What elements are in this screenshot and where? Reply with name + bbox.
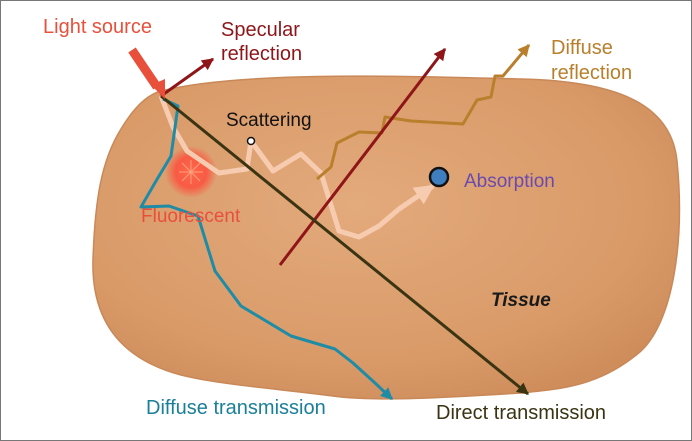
scattering-path [158, 95, 435, 240]
light-source-label: Light source [43, 16, 152, 38]
specular-reflection-label-line2: reflection [221, 43, 303, 65]
light-source-arrow [128, 47, 161, 90]
diffuse-transmission-path [139, 97, 394, 401]
specular-crossing-line [278, 48, 447, 266]
fluorescent-label: Fluorescent [141, 206, 241, 227]
specular-reflection-label-line1: Specular [221, 19, 300, 41]
diffuse-transmission-label: Diffuse transmission [146, 397, 326, 419]
light-source-arrowhead [151, 79, 165, 99]
absorption-label: Absorption [464, 171, 555, 192]
diffuse-reflection-label-line2: reflection [551, 62, 633, 84]
scattering-label: Scattering [226, 110, 312, 131]
specular-reflection-arrow [160, 57, 214, 98]
fluorescent-burst [179, 160, 203, 184]
absorber-circle [428, 166, 450, 188]
direct-transmission-label: Direct transmission [436, 402, 607, 424]
direct-transmission-line [160, 94, 529, 396]
tissue-label: Tissue [491, 290, 551, 311]
scattering-point [246, 136, 256, 146]
diffuse-reflection-label-line1: Diffuse [551, 37, 613, 59]
diffuse-reflection-path [316, 44, 531, 181]
